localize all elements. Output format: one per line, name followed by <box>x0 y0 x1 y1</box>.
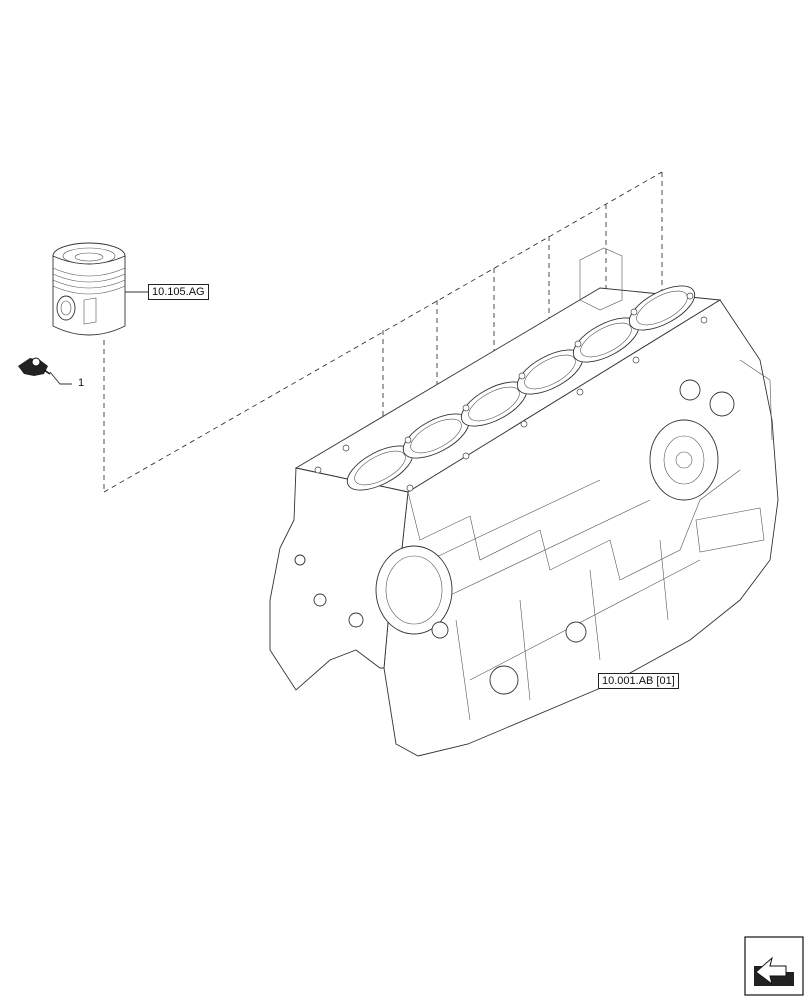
engine-block <box>269 247 779 757</box>
arrow-folder-icon[interactable] <box>744 936 804 996</box>
piston-reference-label[interactable]: 10.105.AG <box>148 284 209 300</box>
engine-block-reference-label[interactable]: 10.001.AB [01] <box>598 673 679 689</box>
sensor-item-number: 1 <box>78 377 85 389</box>
piston <box>52 242 126 336</box>
sensor-part <box>18 357 72 385</box>
